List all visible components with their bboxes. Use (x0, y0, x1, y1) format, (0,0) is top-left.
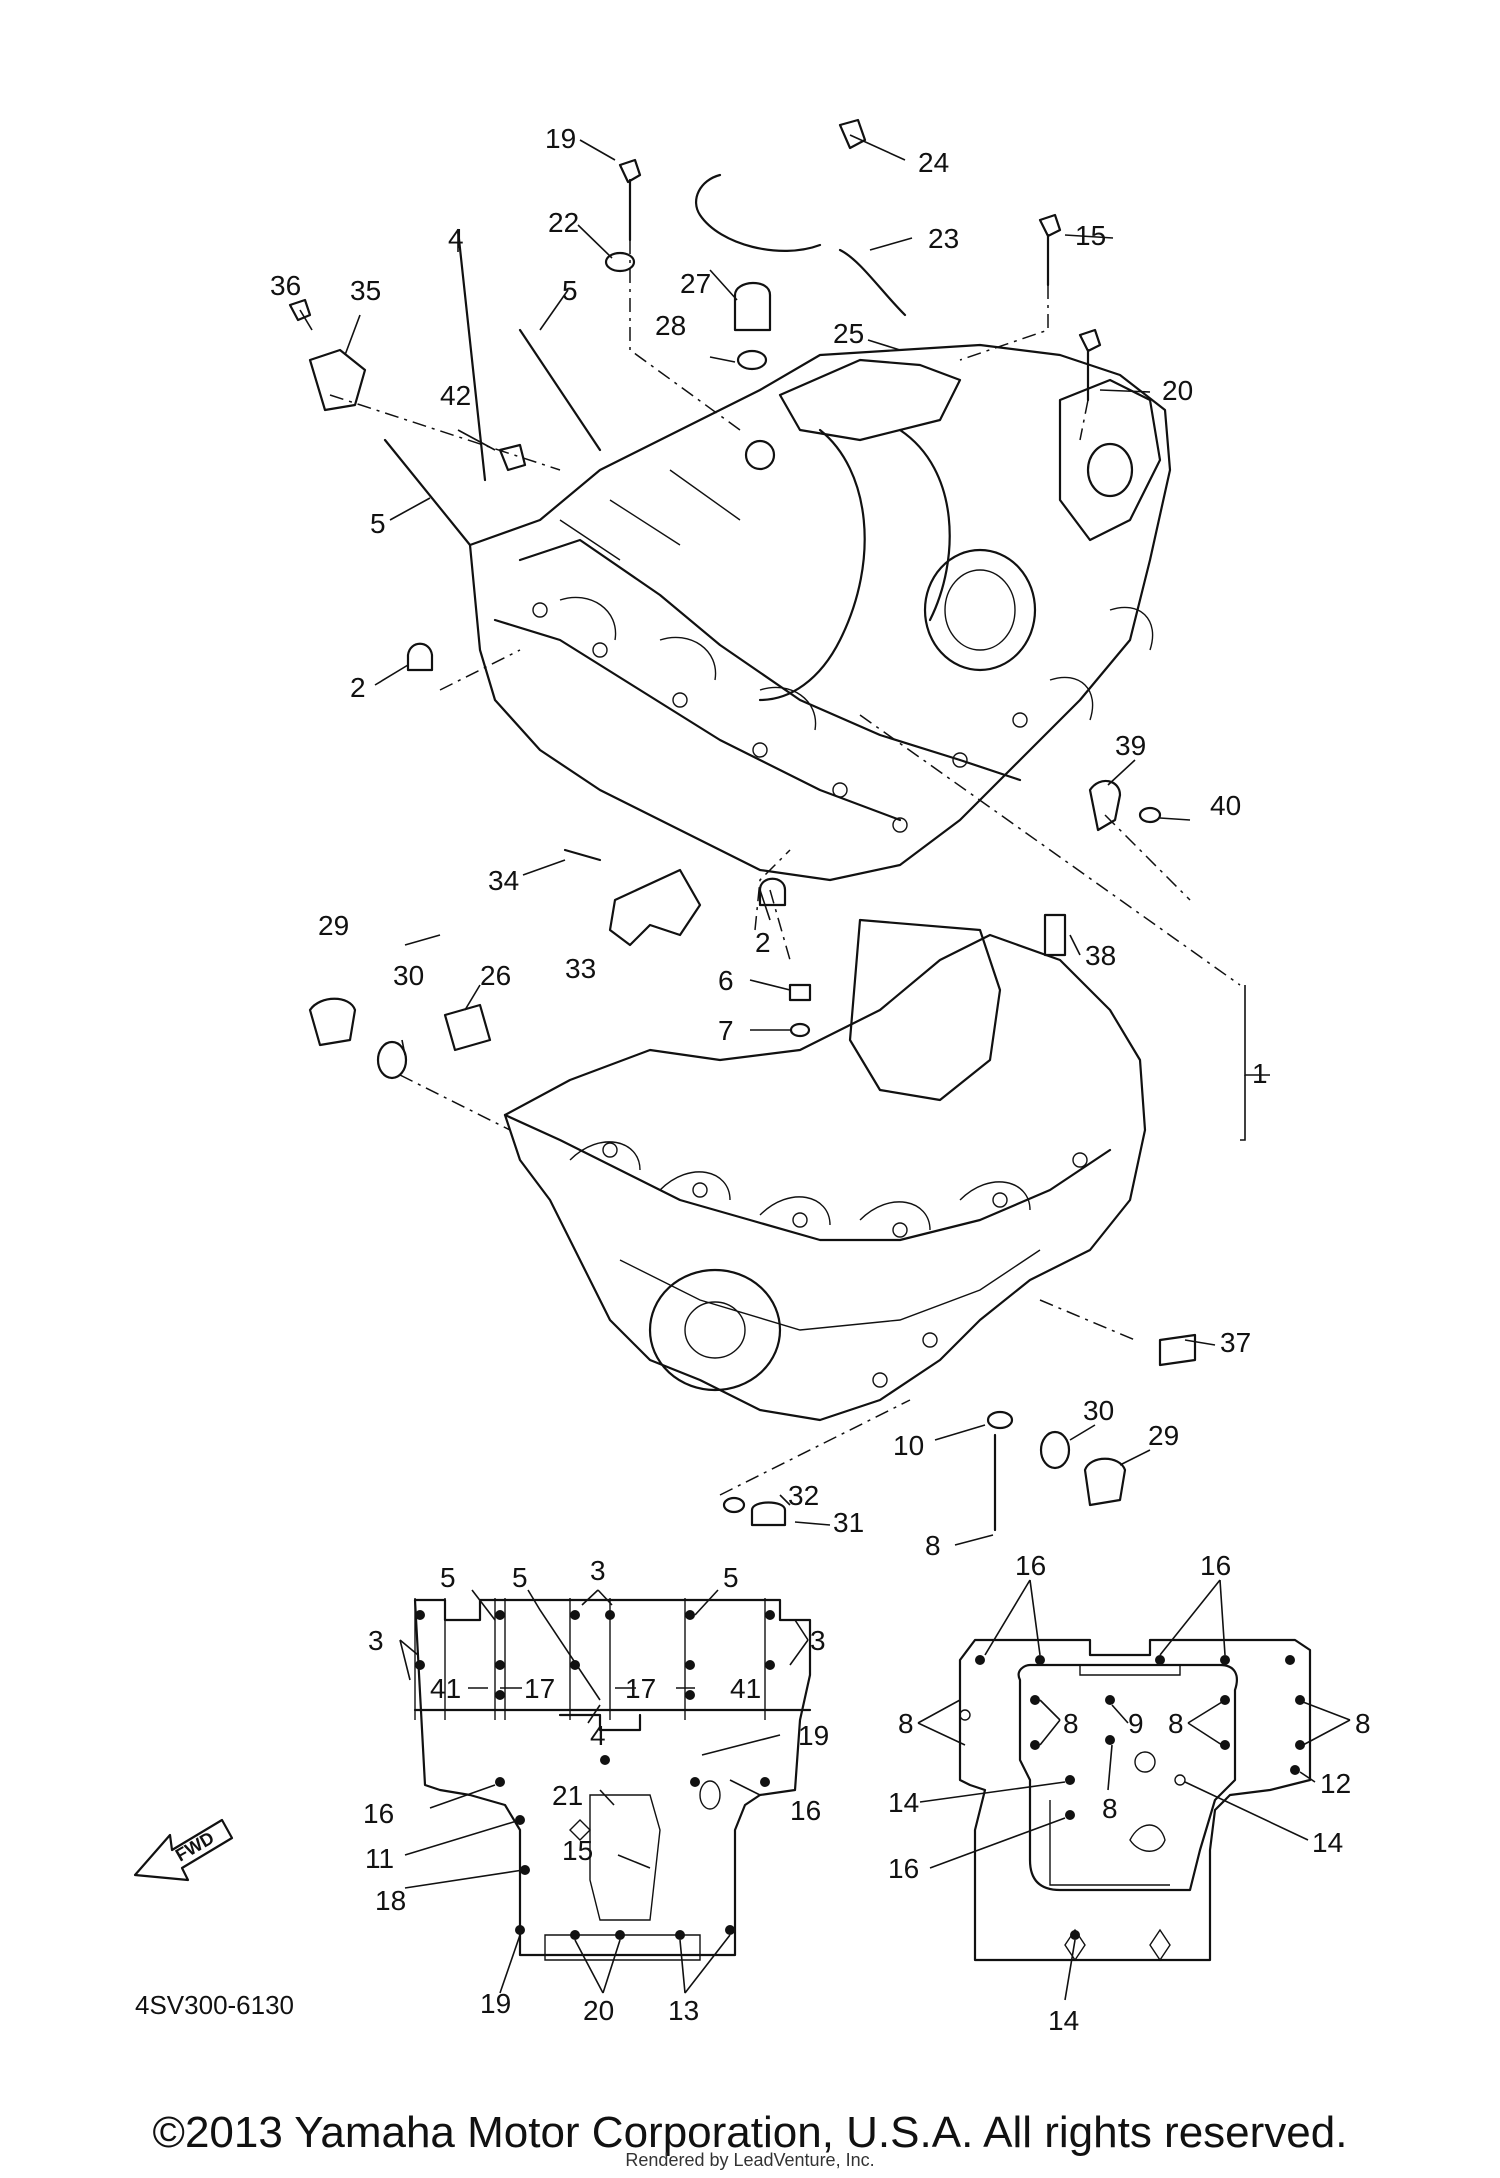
callout-label: 19 (480, 1988, 511, 2019)
callout-label: 14 (888, 1787, 919, 1818)
callout-label: 8 (1168, 1708, 1184, 1739)
callout-labels: 19 24 22 23 15 4 5 27 36 35 25 28 20 42 … (270, 123, 1371, 2036)
callout-label: 18 (375, 1885, 406, 1916)
upper-crankcase (468, 343, 1172, 882)
callout-label: 31 (833, 1507, 864, 1538)
callout-label: 22 (548, 207, 579, 238)
callout-label: 8 (1355, 1708, 1371, 1739)
callout-label: 16 (888, 1853, 919, 1884)
callout-label: 23 (928, 223, 959, 254)
callout-label: 5 (370, 508, 386, 539)
callout-label: 5 (562, 275, 578, 306)
callout-label: 3 (810, 1625, 826, 1656)
top-view-right (958, 1638, 1312, 1962)
bottom-view-left (413, 1598, 812, 1961)
callout-label: 38 (1085, 940, 1116, 971)
callout-label: 14 (1048, 2005, 1079, 2036)
callout-label: 30 (1083, 1395, 1114, 1426)
callout-label: 24 (918, 147, 949, 178)
callout-label: 19 (798, 1720, 829, 1751)
callout-label: 1 (1252, 1058, 1268, 1089)
callout-label: 19 (545, 123, 576, 154)
callout-label: 39 (1115, 730, 1146, 761)
callout-label: 14 (1312, 1827, 1343, 1858)
diagram-code: 4SV300-6130 (135, 1990, 295, 2020)
callout-label: 27 (680, 268, 711, 299)
callout-label: 40 (1210, 790, 1241, 821)
callout-label: 29 (1148, 1420, 1179, 1451)
callout-label: 9 (1128, 1708, 1144, 1739)
callout-label: 10 (893, 1430, 924, 1461)
callout-label: 5 (440, 1562, 456, 1593)
callout-label: 12 (1320, 1768, 1351, 1799)
callout-label: 4 (590, 1720, 606, 1751)
callout-label: 26 (480, 960, 511, 991)
callout-label: 8 (925, 1530, 941, 1561)
callout-label: 17 (524, 1673, 555, 1704)
callout-label: 13 (668, 1995, 699, 2026)
callout-label: 20 (583, 1995, 614, 2026)
callout-label: 36 (270, 270, 301, 301)
assembly-lines (329, 240, 1241, 1496)
callout-label: 5 (512, 1562, 528, 1593)
rendered-by-notice: Rendered by LeadVenture, Inc. (625, 2150, 875, 2170)
callout-label: 28 (655, 310, 686, 341)
callout-label: 29 (318, 910, 349, 941)
callout-label: 21 (552, 1780, 583, 1811)
callout-label: 41 (730, 1673, 761, 1704)
callout-label: 16 (1200, 1550, 1231, 1581)
fwd-arrow-icon: FWD (133, 1818, 234, 1882)
callout-label: 8 (1102, 1793, 1118, 1824)
callout-label: 2 (350, 672, 366, 703)
callout-label: 15 (562, 1835, 593, 1866)
callout-label: 11 (365, 1843, 394, 1874)
callout-label: 8 (1063, 1708, 1079, 1739)
callout-label: 25 (833, 318, 864, 349)
lower-crankcase (503, 918, 1147, 1422)
leader-lines (299, 134, 1351, 2001)
callout-label: 20 (1162, 375, 1193, 406)
callout-label: 16 (363, 1798, 394, 1829)
callout-label: 15 (1075, 220, 1106, 251)
callout-label: 37 (1220, 1327, 1251, 1358)
callout-label: 17 (625, 1673, 656, 1704)
callout-label: 33 (565, 953, 596, 984)
callout-label: 7 (718, 1015, 734, 1046)
callout-label: 35 (350, 275, 381, 306)
callout-label: 41 (430, 1673, 461, 1704)
callout-label: 3 (590, 1555, 606, 1586)
callout-label: 5 (723, 1562, 739, 1593)
callout-label: 30 (393, 960, 424, 991)
callout-label: 3 (368, 1625, 384, 1656)
callout-label: 16 (790, 1795, 821, 1826)
callout-label: 6 (718, 965, 734, 996)
copyright-notice: ©2013 Yamaha Motor Corporation, U.S.A. A… (152, 2108, 1348, 2157)
small-parts (288, 118, 1197, 1532)
callout-label: 42 (440, 380, 471, 411)
callout-label: 34 (488, 865, 519, 896)
callout-label: 8 (898, 1708, 914, 1739)
callout-label: 32 (788, 1480, 819, 1511)
callout-label: 4 (448, 223, 464, 254)
callout-label: 16 (1015, 1550, 1046, 1581)
callout-label: 2 (755, 927, 771, 958)
